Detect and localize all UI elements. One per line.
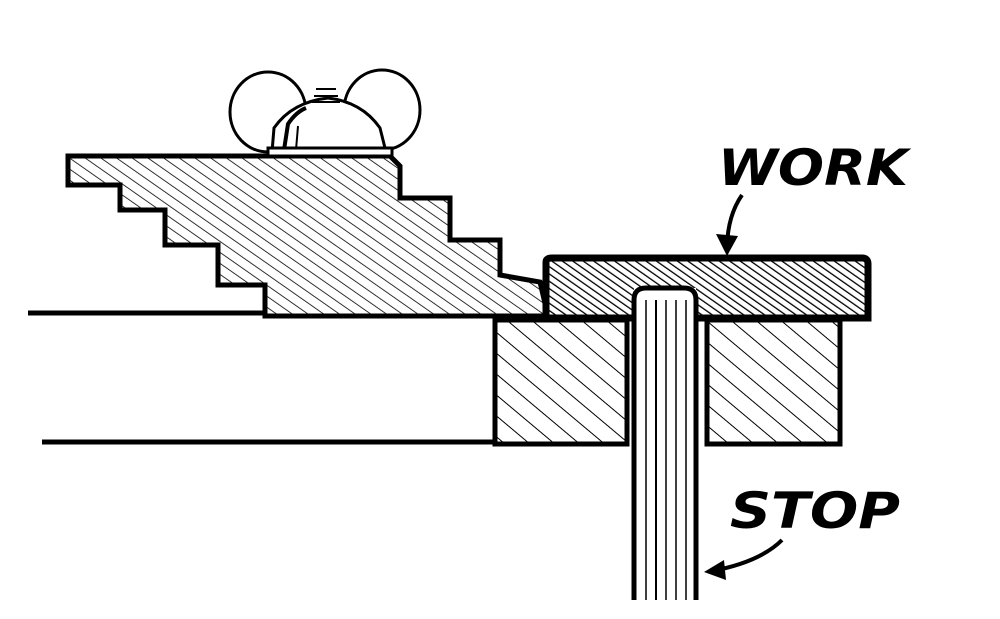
right-support-block — [704, 317, 843, 447]
work-label: WORK — [718, 139, 912, 197]
wing-nut-icon — [228, 68, 422, 158]
stop-pin — [631, 285, 699, 600]
work-piece — [542, 254, 872, 322]
work-arrow-icon — [716, 193, 744, 256]
stepped-clamp-block — [65, 153, 552, 319]
stop-label: STOP — [730, 482, 900, 540]
stop-arrow-icon — [704, 538, 784, 580]
base-plate — [28, 310, 545, 445]
left-support-block — [492, 317, 630, 447]
